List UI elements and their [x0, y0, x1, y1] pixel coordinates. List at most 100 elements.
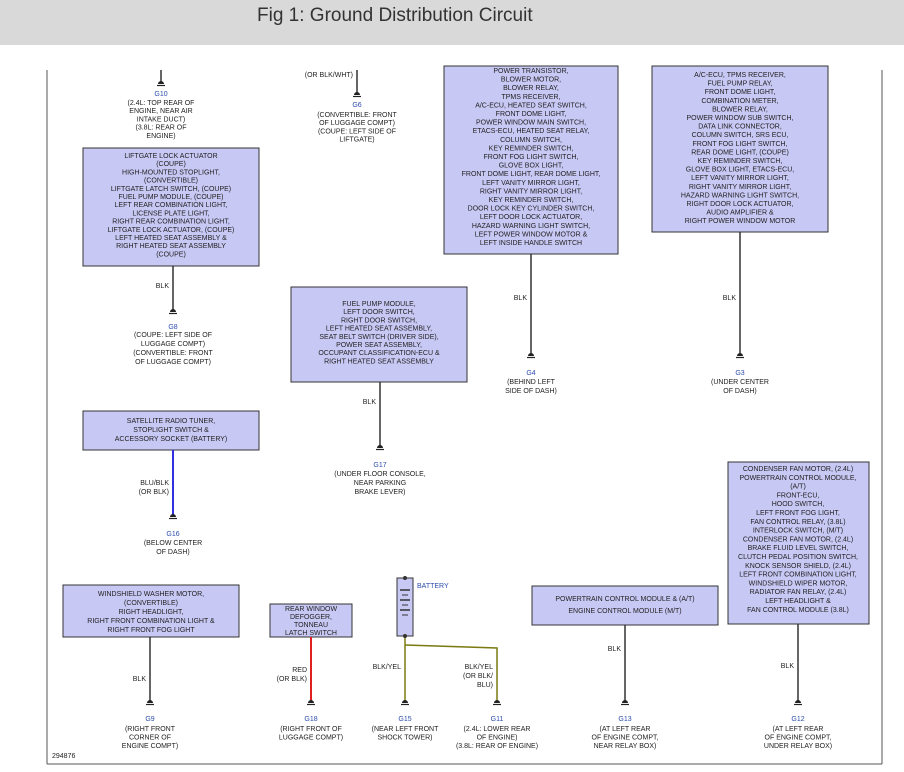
ground-g6-name: G6 — [352, 102, 361, 109]
text-line: (NEAR LEFT FRONT — [372, 726, 439, 733]
figure-title: Fig 1: Ground Distribution Circuit — [257, 5, 533, 26]
ground-symbol-icon — [736, 353, 744, 359]
text-line: RIGHT HEADLIGHT, — [119, 609, 184, 616]
box-text-g3: A/C-ECU, TPMS RECEIVER,FUEL PUMP RELAY,F… — [681, 72, 799, 225]
text-line: TPMS RECEIVER, — [501, 94, 560, 101]
text-line: INTAKE DUCT) — [137, 116, 185, 123]
text-line: FUEL PUMP RELAY, — [707, 81, 772, 88]
text-line: OF DASH) — [723, 388, 756, 395]
text-line: UNDER RELAY BOX) — [764, 743, 832, 750]
text-line: ETACS-ECU, HEATED SEAT RELAY, — [473, 128, 590, 135]
text-line: POWERTRAIN CONTROL MODULE, — [739, 475, 856, 482]
ground-symbol-icon — [376, 445, 384, 451]
box-text-pcm: POWERTRAIN CONTROL MODULE & (A/T) ENGINE … — [555, 596, 694, 615]
text-line: OF ENGINE) — [477, 735, 518, 742]
box-text-fuelpump: FUEL PUMP MODULE,LEFT DOOR SWITCH,RIGHT … — [318, 301, 440, 365]
text-line: POWERTRAIN CONTROL MODULE & (A/T) — [555, 596, 694, 603]
text-line: POWER TRANSISTOR, — [493, 68, 568, 75]
text-line: OF ENGINE COMPT, — [592, 735, 659, 742]
wire-label-g8: BLK — [156, 283, 170, 290]
text-line: LEFT FRONT COMBINATION LIGHT, — [739, 572, 857, 579]
text-line: ENGINE CONTROL MODULE (M/T) — [568, 608, 681, 615]
text-line: FRONT DOME LIGHT, — [705, 89, 776, 96]
ground-g8-name: G8 — [168, 324, 177, 331]
ground-symbol-icon — [146, 700, 154, 706]
wire-label-g16: BLU/BLK(OR BLK) — [139, 480, 170, 496]
text-line: (COUPE: LEFT SIDE OF — [134, 332, 212, 339]
ground-g4-name: G4 — [526, 370, 535, 377]
box-g3-components — [651, 65, 829, 233]
text-line: POWER WINDOW SUB SWITCH, — [687, 115, 794, 122]
wire-label-g18: RED (OR BLK) — [277, 667, 307, 683]
ground-symbol-icon — [169, 514, 177, 520]
text-line: LEFT HEATED SEAT ASSEMBLY & — [115, 235, 227, 242]
text-line: COMBINATION METER, — [701, 98, 778, 105]
ground-symbol-icon — [493, 700, 501, 706]
text-line: LATCH SWITCH — [285, 630, 337, 637]
wire-label-g3: BLK — [723, 295, 737, 302]
text-line: DATA LINK CONNECTOR, — [698, 124, 782, 131]
text-line: FAN CONTROL RELAY, (3.8L) — [750, 519, 845, 526]
wire-g11 — [404, 644, 498, 703]
text-line: OF DASH) — [156, 549, 189, 556]
ground-symbol-icon — [353, 92, 361, 98]
text-line: (OR BLK) — [277, 676, 307, 683]
text-line: RIGHT FRONT COMBINATION LIGHT & — [87, 618, 215, 625]
box-fuelpump — [290, 286, 468, 383]
text-line: BRAKE FLUID LEVEL SWITCH, — [748, 545, 849, 552]
ground-g11-name: G11 — [491, 716, 504, 723]
text-line: POWER WINDOW MAIN SWITCH, — [476, 120, 586, 127]
text-line: KNOCK SENSOR SHIELD, (2.4L) — [745, 563, 851, 570]
text-line: BLOWER RELAY, — [503, 85, 559, 92]
text-line: (CONVERTIBLE: FRONT — [133, 350, 213, 357]
ground-symbol-icon — [401, 700, 409, 706]
box-satellite — [82, 410, 260, 451]
text-line: FRONT-ECU, — [777, 492, 820, 499]
text-line: (3.8L: REAR OF ENGINE) — [456, 743, 538, 750]
text-line: RIGHT DOOR LOCK ACTUATOR, — [687, 201, 794, 208]
text-line: LEFT FRONT FOG LIGHT, — [756, 510, 840, 517]
box-text-g4: POWER TRANSISTOR, BLOWER MOTOR,BLOWER REL… — [462, 68, 601, 247]
text-line: LUGGAGE COMPT) — [279, 735, 343, 742]
text-line: OF LUGGAGE COMPT) — [319, 120, 395, 127]
text-line: RIGHT VANITY MIRROR LIGHT, — [480, 188, 582, 195]
text-line: FRONT FOG LIGHT SWITCH, — [483, 154, 578, 161]
text-line: HOOD SWITCH, — [772, 501, 825, 508]
text-line: OF ENGINE COMPT, — [765, 735, 832, 742]
ground-symbol-icon — [157, 81, 165, 87]
text-line: NEAR PARKING — [354, 480, 406, 487]
text-line: RED — [292, 667, 307, 674]
text-line: LEFT POWER WINDOW MOTOR & — [475, 231, 588, 238]
text-line: LIFTGATE LOCK ACTUATOR — [124, 153, 217, 160]
text-line: (CONVERTIBLE) — [144, 178, 198, 185]
text-line: (2.4L: LOWER REAR — [464, 726, 531, 733]
text-line: BLOWER MOTOR, — [501, 77, 561, 84]
text-line: (3.8L: REAR OF — [136, 125, 187, 132]
text-line: LUGGAGE COMPT) — [141, 341, 205, 348]
wire-label-g17: BLK — [363, 399, 377, 406]
text-line: CLUTCH PEDAL POSITION SWITCH, — [738, 554, 858, 561]
ground-g4-desc: (BEHIND LEFT SIDE OF DASH) — [505, 379, 557, 395]
text-line: BLU) — [477, 682, 493, 689]
text-line: FRONT FOG LIGHT SWITCH, — [692, 141, 787, 148]
text-line: REAR DOME LIGHT, (COUPE) — [691, 149, 789, 156]
text-line: (UNDER CENTER — [711, 379, 769, 386]
text-line: LEFT VANITY MIRROR LIGHT, — [691, 175, 789, 182]
text-line: RIGHT FRONT FOG LIGHT — [107, 627, 195, 634]
box-text-liftgate: LIFTGATE LOCK ACTUATOR(COUPE)HIGH-MOUNTE… — [108, 153, 235, 258]
text-line: SIDE OF DASH) — [505, 388, 557, 395]
text-line: FRONT DOME LIGHT, REAR DOME LIGHT, — [462, 171, 601, 178]
ground-g3-desc: (UNDER CENTER OF DASH) — [711, 379, 769, 395]
text-line: (UNDER FLOOR CONSOLE, — [334, 471, 425, 478]
text-line: ENGINE, NEAR AIR — [129, 108, 192, 115]
text-line: KEY REMINDER SWITCH, — [489, 145, 574, 152]
ground-g8-desc: (COUPE: LEFT SIDE OF LUGGAGE COMPT) (CONVE… — [133, 332, 213, 366]
text-line: (BEHIND LEFT — [507, 379, 556, 386]
text-line: LEFT HEATED SEAT ASSEMBLY, — [326, 326, 432, 333]
box-g4-components — [443, 65, 619, 255]
